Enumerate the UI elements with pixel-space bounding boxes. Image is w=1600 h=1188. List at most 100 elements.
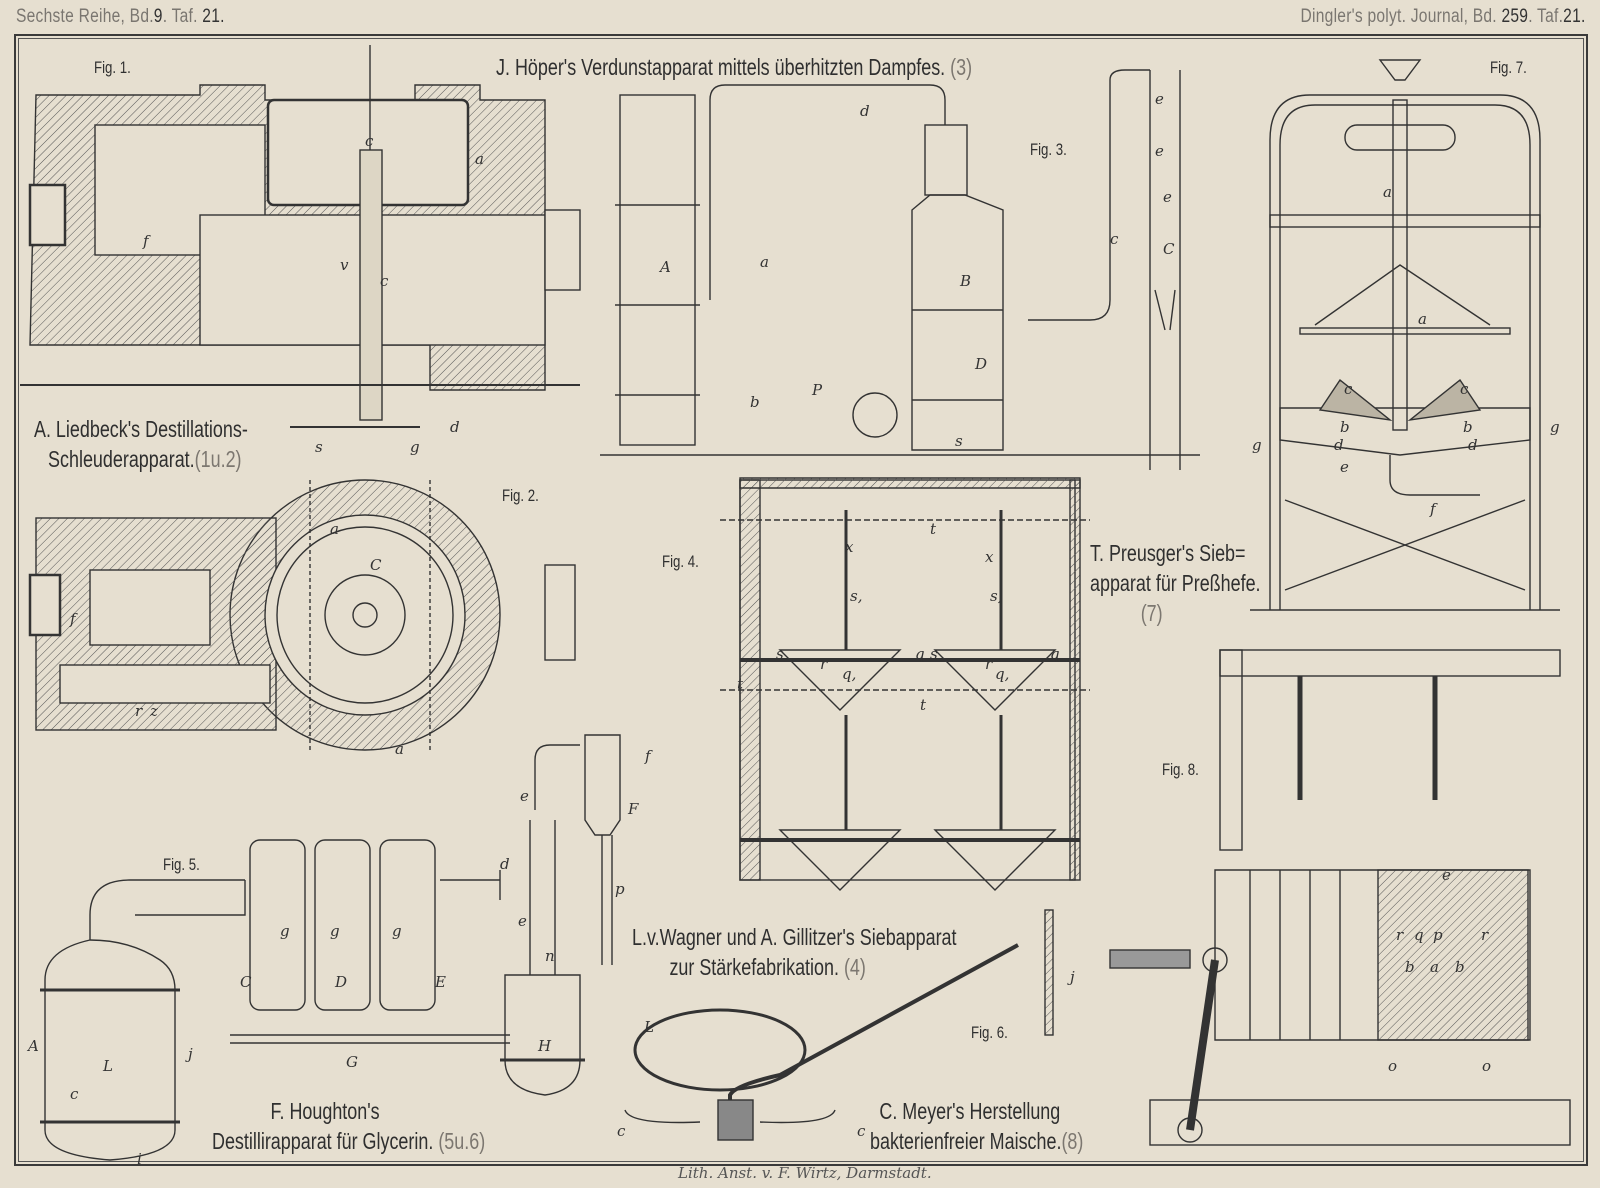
fig5-callout-letter: n <box>545 947 555 965</box>
fig7-callout-letter: d <box>1468 436 1478 454</box>
fig4-callout-letter: q <box>915 645 925 663</box>
fig8-callout-letter: r <box>1481 926 1489 944</box>
fig4-callout-letter: t <box>930 520 937 538</box>
fig4-callout-letter: r <box>820 655 828 673</box>
fig8-callout-letter: e <box>1442 866 1451 884</box>
plate-number: 21. <box>202 6 225 27</box>
title-hoeper-text: J. Höper's Verdunstapparat mittels überh… <box>496 54 946 80</box>
fig3-drawing <box>600 69 1200 470</box>
title-liedbeck-line1: A. Liedbeck's Destillations- <box>34 416 248 442</box>
fig6-callout-letter: c <box>617 1122 626 1140</box>
fig5-callout-letter: c <box>70 1085 79 1103</box>
fig5-callout-letter: e <box>518 912 527 930</box>
fig4-callout-letter: r <box>985 655 993 673</box>
fig7-callout-letter: g <box>1550 418 1560 436</box>
fig5-callout-letter: d <box>500 855 510 873</box>
header-right: Dingler's polyt. Journal, Bd. 259. Taf.2… <box>1301 6 1586 28</box>
title-wagner-line1: L.v.Wagner und A. Gillitzer's Siebappara… <box>632 924 957 950</box>
fig3-callout-letter: e <box>1155 90 1164 108</box>
fig3-callout-letter: a <box>760 253 769 271</box>
fig3-callout-letter: D <box>975 355 988 373</box>
fig7-callout-letter: c <box>1460 380 1469 398</box>
lithographer-imprint: Lith. Anst. v. F. Wirtz, Darmstadt. <box>678 1164 932 1182</box>
fig1-callout-letter: c <box>365 132 374 150</box>
title-houghton-line2: Destillirapparat für Glycerin. <box>212 1128 434 1154</box>
fig5-callout-letter: A <box>28 1037 39 1055</box>
plate-label: . Taf. <box>162 6 198 27</box>
series-label: Sechste Reihe, Bd. <box>16 6 154 27</box>
journal-volume: 259 <box>1501 6 1529 27</box>
fig2-callout-letter: C <box>370 556 382 574</box>
fig3-callout-letter: A <box>660 258 671 276</box>
fig8-callout-letter: b <box>1405 958 1415 976</box>
fig5-callout-letter: g <box>280 922 290 940</box>
fig7-callout-letter: b <box>1340 418 1350 436</box>
fig1-callout-letter: c <box>380 272 389 290</box>
title-houghton: F. Houghton's Destillirapparat für Glyce… <box>212 1096 485 1156</box>
fig7-label: Fig. 7. <box>1490 58 1527 77</box>
volume-number: 9 <box>153 6 163 27</box>
fig1-callout-letter: v <box>340 256 349 274</box>
fig4-callout-letter: s <box>776 645 784 663</box>
fig4-callout-letter: x <box>985 548 994 566</box>
fig4-callout-letter: x <box>845 538 854 556</box>
fig6-callout-letter: L <box>644 1018 654 1036</box>
fig6-callout-letter: c <box>857 1122 866 1140</box>
fig5-callout-letter: i <box>137 1150 142 1168</box>
fig1-callout-letter: f <box>143 232 149 250</box>
header-left: Sechste Reihe, Bd.9. Taf. 21. <box>16 6 225 28</box>
fig2-callout-letter: r <box>135 702 143 720</box>
fig7-callout-letter: e <box>1340 458 1349 476</box>
fig7-callout-letter: a <box>1383 183 1392 201</box>
fig7-callout-letter: b <box>1463 418 1473 436</box>
fig1-callout-letter: a <box>475 150 484 168</box>
journal-plate-label: . Taf. <box>1528 6 1564 27</box>
fig2-label: Fig. 2. <box>502 486 539 505</box>
fig7-drawing <box>1250 59 1560 611</box>
fig5-callout-letter: H <box>538 1037 552 1055</box>
fig5-callout-letter: G <box>346 1053 358 1071</box>
fig8-callout-letter: p <box>1433 926 1443 944</box>
fig8-callout-letter: o <box>1388 1057 1398 1075</box>
fig8-callout-letter: o <box>1482 1057 1492 1075</box>
fig2-callout-letter: a <box>395 740 404 758</box>
fig8-label: Fig. 8. <box>1162 760 1199 779</box>
fig6-drawing <box>624 909 1054 1141</box>
fig7-callout-letter: a <box>1418 310 1427 328</box>
title-liedbeck-line2: Schleuderapparat. <box>48 446 195 472</box>
fig5-callout-letter: C <box>240 973 252 991</box>
title-wagner: L.v.Wagner und A. Gillitzer's Siebappara… <box>632 922 957 982</box>
title-preusger-line1: T. Preusger's Sieb= <box>1090 540 1246 566</box>
fig2-callout-letter: a <box>330 520 339 538</box>
title-houghton-line1: F. Houghton's <box>270 1098 380 1124</box>
fig1-callout-letter: g <box>410 438 420 456</box>
fig5-callout-letter: E <box>435 973 446 991</box>
fig4-callout-letter: t <box>920 696 927 714</box>
fig3-callout-letter: s <box>955 432 963 450</box>
fig4-callout-letter: s, <box>850 587 863 605</box>
fig3-callout-letter: C <box>1163 240 1175 258</box>
fig5-callout-letter: F <box>628 800 639 818</box>
fig3-callout-letter: d <box>860 102 870 120</box>
fig5-label: Fig. 5. <box>163 855 200 874</box>
fig1-callout-letter: s <box>315 438 323 456</box>
fig8-callout-letter: q <box>1414 926 1424 944</box>
fig2-drawing <box>28 479 576 751</box>
title-wagner-line2: zur Stärkefabrikation. <box>669 954 839 980</box>
fig8-callout-letter: r <box>1396 926 1404 944</box>
fig7-callout-letter: g <box>1252 436 1262 454</box>
fig7-callout-letter: d <box>1334 436 1344 454</box>
fig2-callout-letter: f <box>70 610 76 628</box>
journal-plate-number: 21. <box>1563 6 1586 27</box>
fig4-callout-letter: s, <box>990 587 1003 605</box>
title-hoeper-ref: (3) <box>950 54 973 80</box>
fig4-callout-letter: q <box>1050 645 1060 663</box>
fig7-callout-letter: c <box>1344 380 1353 398</box>
fig7-callout-letter: f <box>1430 500 1436 518</box>
fig3-callout-letter: B <box>960 272 972 290</box>
fig5-drawing <box>40 734 621 1161</box>
title-preusger-ref: (7) <box>1140 600 1163 626</box>
fig3-label: Fig. 3. <box>1030 140 1067 159</box>
title-preusger: T. Preusger's Sieb= apparat für Preßhefe… <box>1090 538 1261 628</box>
